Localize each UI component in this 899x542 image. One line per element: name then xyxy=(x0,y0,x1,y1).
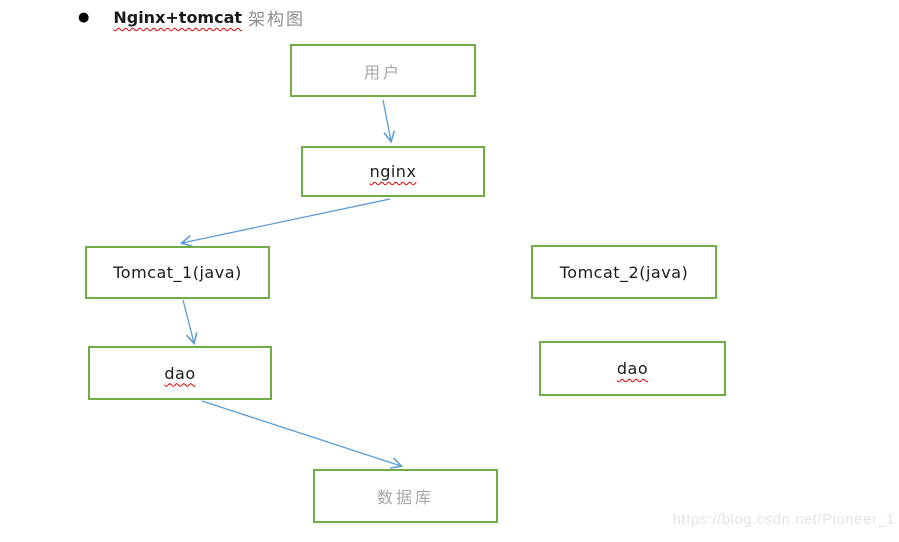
csdn-watermark: https://blog.csdn.net/Pioneer_1 xyxy=(672,511,895,528)
node-tomcat1-label: Tomcat_1(java) xyxy=(113,263,242,282)
node-nginx-label: nginx xyxy=(369,162,417,181)
node-database-label: 数据库 xyxy=(376,488,434,507)
arrow-tomcat1-to-dao1 xyxy=(182,299,198,346)
arrow-nginx-to-tomcat1 xyxy=(179,198,391,248)
node-tomcat2[interactable]: Tomcat_2(java) xyxy=(531,245,717,299)
arrow-user-to-nginx xyxy=(382,99,396,144)
node-user[interactable]: 用户 xyxy=(290,44,476,97)
title-text-en: Nginx+tomcat xyxy=(113,8,243,27)
bullet-icon: ● xyxy=(78,9,90,25)
arrow-dao1-to-database xyxy=(201,400,404,469)
node-tomcat1[interactable]: Tomcat_1(java) xyxy=(85,246,270,299)
node-tomcat2-label: Tomcat_2(java) xyxy=(559,262,689,282)
node-dao2[interactable]: dao xyxy=(539,341,726,396)
node-dao1-label: dao xyxy=(164,363,196,383)
node-user-label: 用户 xyxy=(363,62,402,82)
node-nginx[interactable]: nginx xyxy=(301,146,485,197)
title-text-zh: 架构图 xyxy=(248,10,306,30)
slide-title: ● Nginx+tomcat 架构图 xyxy=(78,5,305,30)
node-database[interactable]: 数据库 xyxy=(313,469,498,523)
node-dao2-label: dao xyxy=(616,359,649,378)
node-dao1[interactable]: dao xyxy=(88,346,272,400)
